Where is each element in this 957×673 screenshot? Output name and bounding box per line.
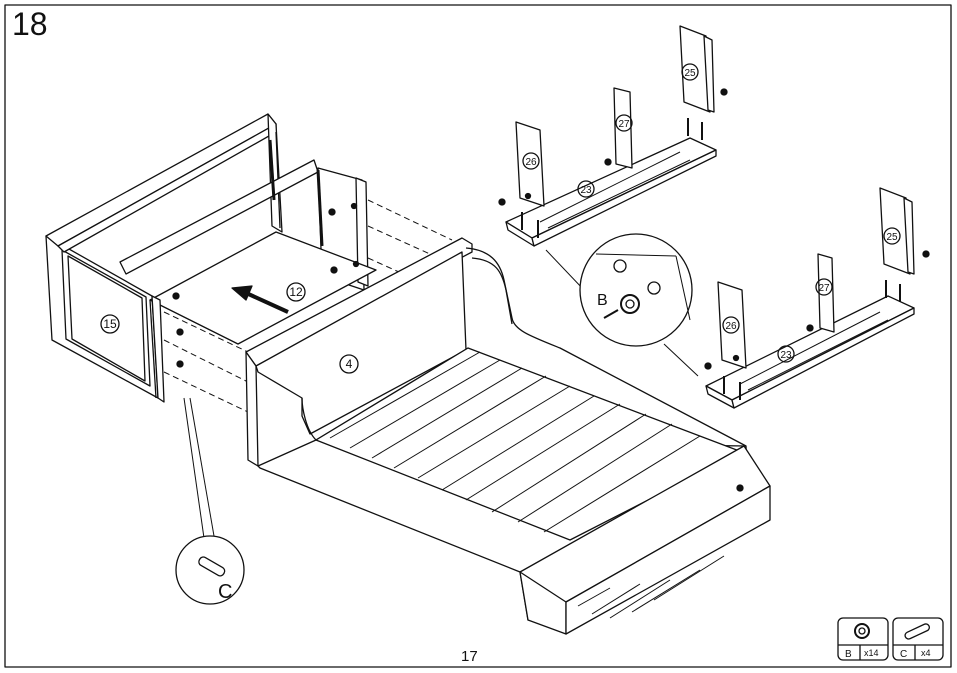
part-label-12: 12 (289, 285, 303, 299)
part-label-27b: 27 (818, 283, 830, 294)
cam-lock-icon (854, 623, 870, 639)
page-frame (4, 4, 952, 668)
part-label-23a: 23 (580, 185, 592, 196)
legend-box-b (837, 617, 889, 661)
part-label-4: 4 (346, 357, 353, 371)
callout-c-label: C (218, 581, 232, 603)
legend-b-qty: x14 (864, 648, 879, 658)
legend-b-letter: B (845, 649, 852, 660)
legend-c-qty: x4 (921, 648, 931, 658)
legend-box-c (892, 617, 944, 661)
hardware-legend (837, 617, 944, 661)
bed-frame (245, 237, 771, 635)
side-rail-assembly-b (704, 187, 930, 409)
part-label-26a: 26 (525, 157, 537, 168)
callout-b (545, 233, 699, 377)
part-label-26b: 26 (725, 321, 737, 332)
part-label-15: 15 (103, 317, 117, 331)
legend-c-letter: C (900, 649, 907, 660)
drawer-box (45, 113, 453, 413)
part-label-27a: 27 (618, 119, 630, 130)
push-direction-arrow (243, 290, 289, 314)
cam-lock-icon (620, 294, 640, 314)
part-label-25a: 25 (684, 68, 696, 79)
part-label-25b: 25 (886, 232, 898, 243)
dowel-icon (198, 556, 226, 577)
page-number: 17 (461, 648, 478, 665)
callout-b-label: B (597, 292, 608, 309)
part-label-23b: 23 (780, 350, 792, 361)
step-number: 18 (12, 6, 48, 42)
callout-c (175, 397, 245, 605)
side-rail-assembly-a (498, 25, 728, 247)
dowel-icon (904, 623, 930, 640)
